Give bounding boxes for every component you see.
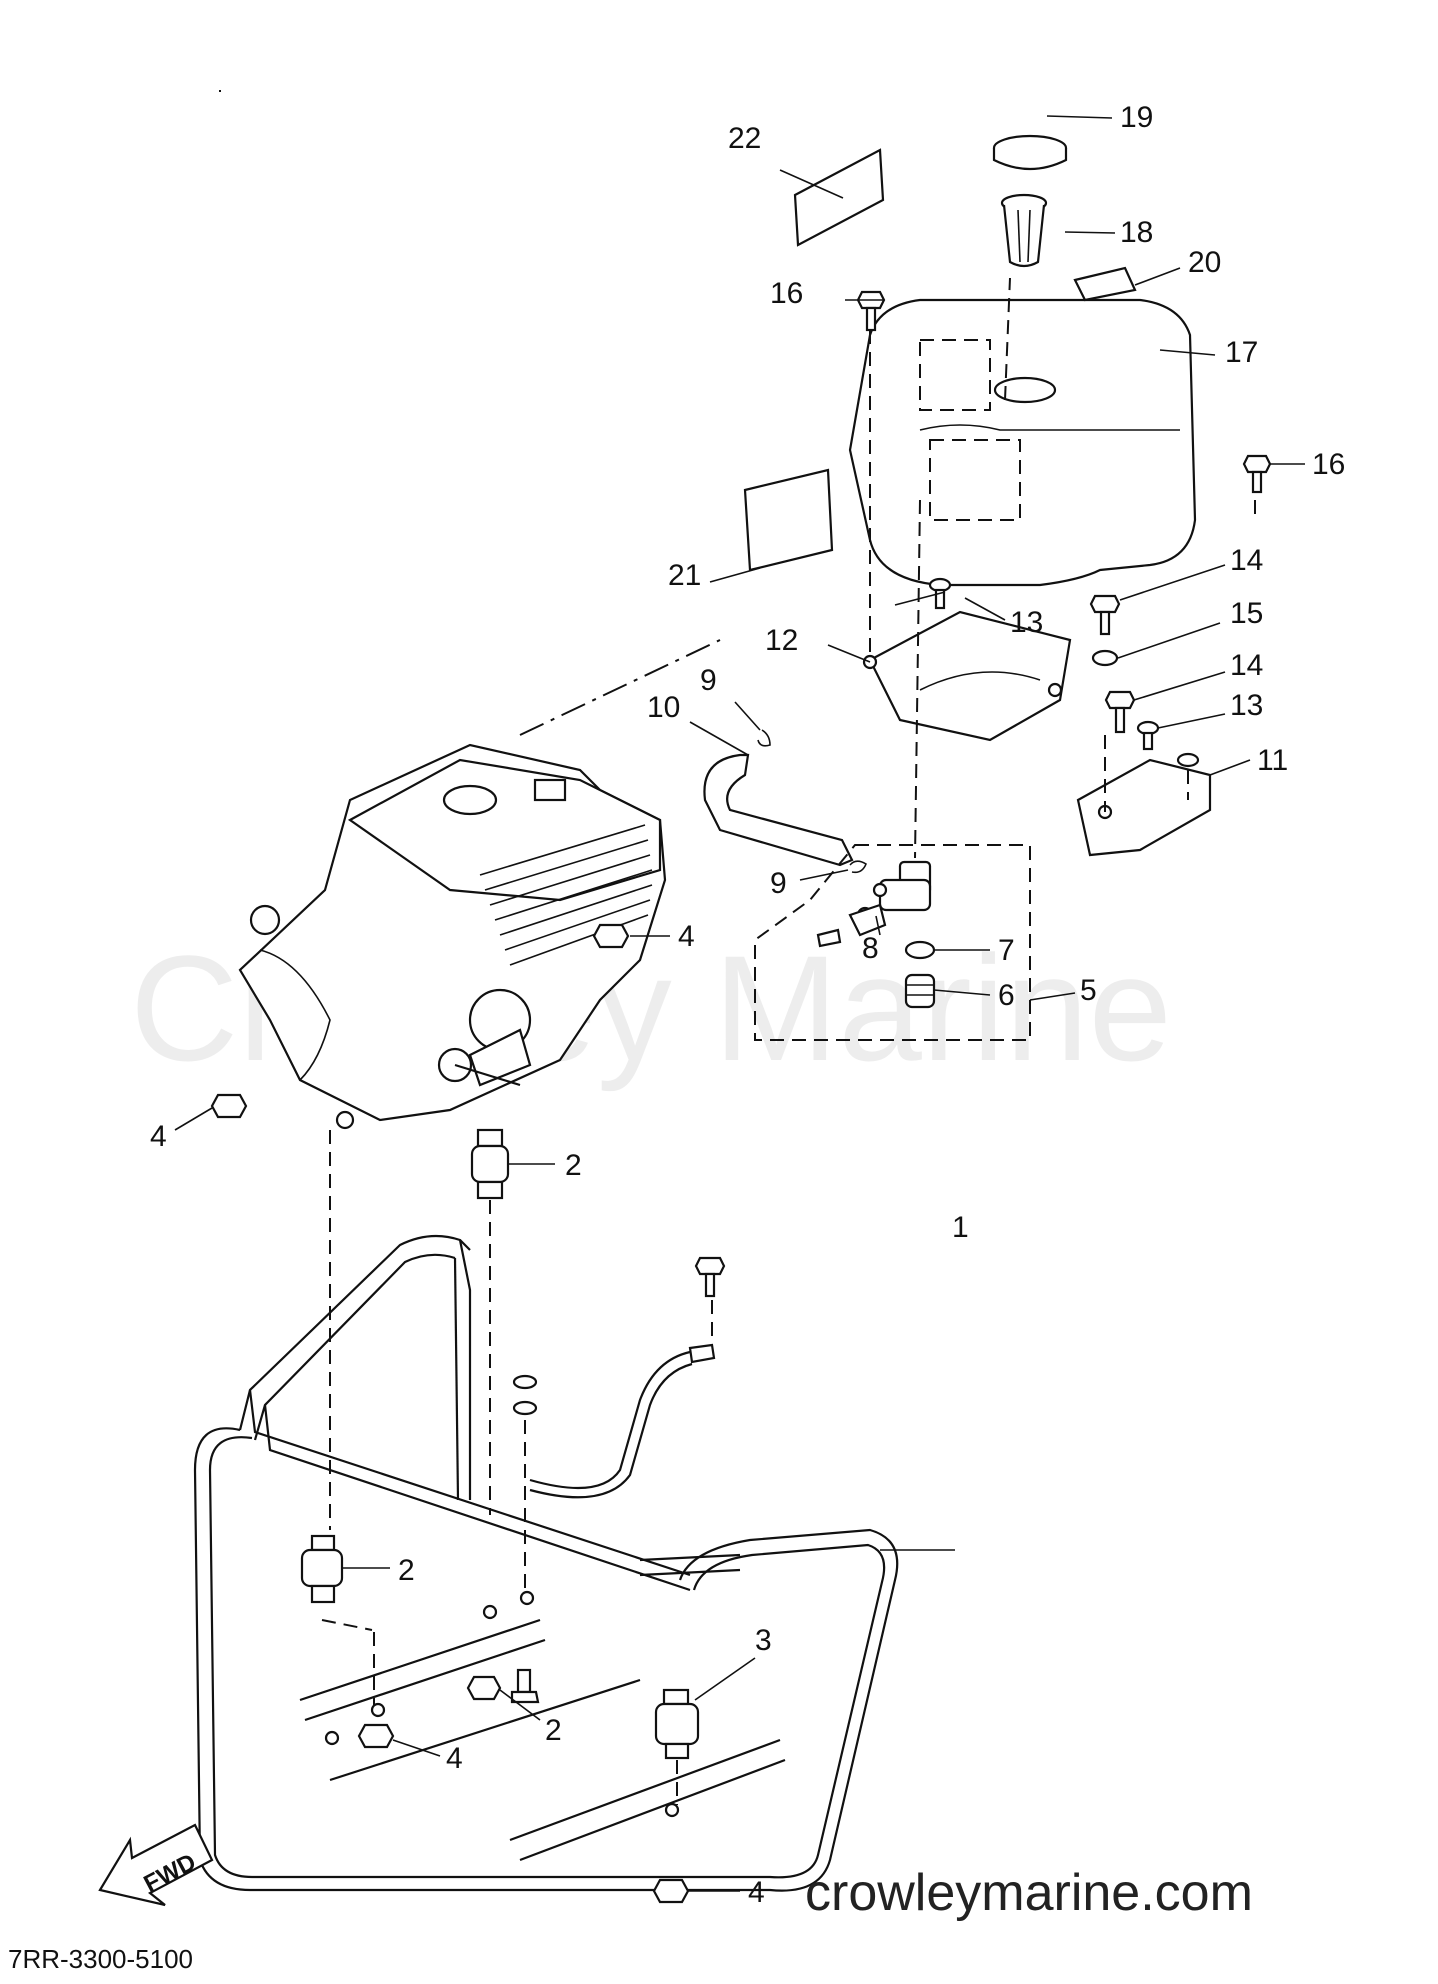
fuel-tank-17: [848, 298, 1197, 587]
callout-19: 19: [1120, 101, 1153, 134]
callout-3: 3: [755, 1624, 772, 1657]
bolt-16-right: [1242, 454, 1272, 494]
callout-13-b: 13: [1230, 689, 1263, 722]
callout-1: 1: [952, 1211, 969, 1244]
hose-clip-9-upper: [757, 729, 771, 747]
mount-2-left: [300, 1534, 344, 1604]
callout-21: 21: [668, 559, 701, 592]
bracket-11: [1076, 752, 1212, 857]
nut-4-c: [357, 1723, 395, 1749]
decal-21: [743, 468, 834, 572]
callout-6: 6: [998, 979, 1015, 1012]
callout-14-b: 14: [1230, 649, 1263, 682]
nut-2-frame: [466, 1675, 502, 1701]
bolt-13-upper: [928, 577, 952, 610]
bolt-frame: [510, 1668, 540, 1704]
callout-8: 8: [862, 932, 879, 965]
fuel-cap-19: [992, 134, 1068, 170]
fuel-hose-10: [703, 753, 854, 867]
callout-numbers: 1 2 2 2 3 4 4 4 4 5 6 7 8 9 9 10 11 12 1…: [150, 101, 1345, 1909]
footer-url: crowleymarine.com: [805, 1864, 1253, 1922]
fuel-cock-8: [816, 860, 932, 948]
callout-16-a: 16: [770, 277, 803, 310]
cooling-fins: [479, 824, 653, 966]
callout-7: 7: [998, 934, 1015, 967]
callout-4-a: 4: [678, 920, 695, 953]
decal-22: [793, 148, 885, 247]
engine-unit: [238, 743, 667, 1130]
part-code: 7RR-3300-5100: [8, 1944, 193, 1974]
callout-12: 12: [765, 624, 798, 657]
mount-3: [654, 1688, 700, 1760]
washer-7: [904, 940, 936, 960]
callout-9-b: 9: [770, 867, 787, 900]
callout-13-a: 13: [1010, 606, 1043, 639]
washer-15: [1091, 649, 1119, 667]
callout-2-b: 2: [398, 1554, 415, 1587]
bolt-14-lower: [1104, 690, 1136, 734]
bracket-12: [862, 610, 1072, 742]
callout-20: 20: [1188, 246, 1221, 279]
hose-clip-9-lower: [849, 860, 867, 874]
ground-wire: [512, 1256, 726, 1499]
fuel-cock-kit-box-5: [754, 844, 1031, 1041]
callout-15: 15: [1230, 597, 1263, 630]
callout-14-a: 14: [1230, 544, 1263, 577]
nut-4-a: [592, 923, 630, 949]
decal-20: [1073, 266, 1137, 302]
nut-4-d: [652, 1878, 690, 1904]
callout-5: 5: [1080, 974, 1097, 1007]
bolt-14-upper: [1089, 594, 1121, 636]
callout-10: 10: [647, 691, 680, 724]
leader-lines: [174, 90, 1305, 1892]
fuel-strainer-18: [1000, 193, 1048, 268]
bolt-13-lower: [1136, 720, 1160, 751]
fuel-tank-assembly: [703, 134, 1272, 1041]
callout-4-b: 4: [150, 1120, 167, 1153]
callout-22: 22: [728, 122, 761, 155]
callout-4-c: 4: [446, 1742, 463, 1775]
callout-16-b: 16: [1312, 448, 1345, 481]
callout-2-a: 2: [565, 1149, 582, 1182]
callout-11: 11: [1257, 744, 1288, 777]
nut-4-b: [210, 1093, 248, 1119]
fwd-arrow-icon: FWD: [98, 1823, 214, 1907]
mount-2-upper: [470, 1128, 510, 1200]
callout-4-d: 4: [748, 1876, 765, 1909]
filter-cup-6: [904, 973, 936, 1009]
callout-9-a: 9: [700, 664, 717, 697]
frame-1: [193, 1234, 899, 1892]
callout-18: 18: [1120, 216, 1153, 249]
callout-17: 17: [1225, 336, 1258, 369]
callout-2-c: 2: [545, 1714, 562, 1747]
